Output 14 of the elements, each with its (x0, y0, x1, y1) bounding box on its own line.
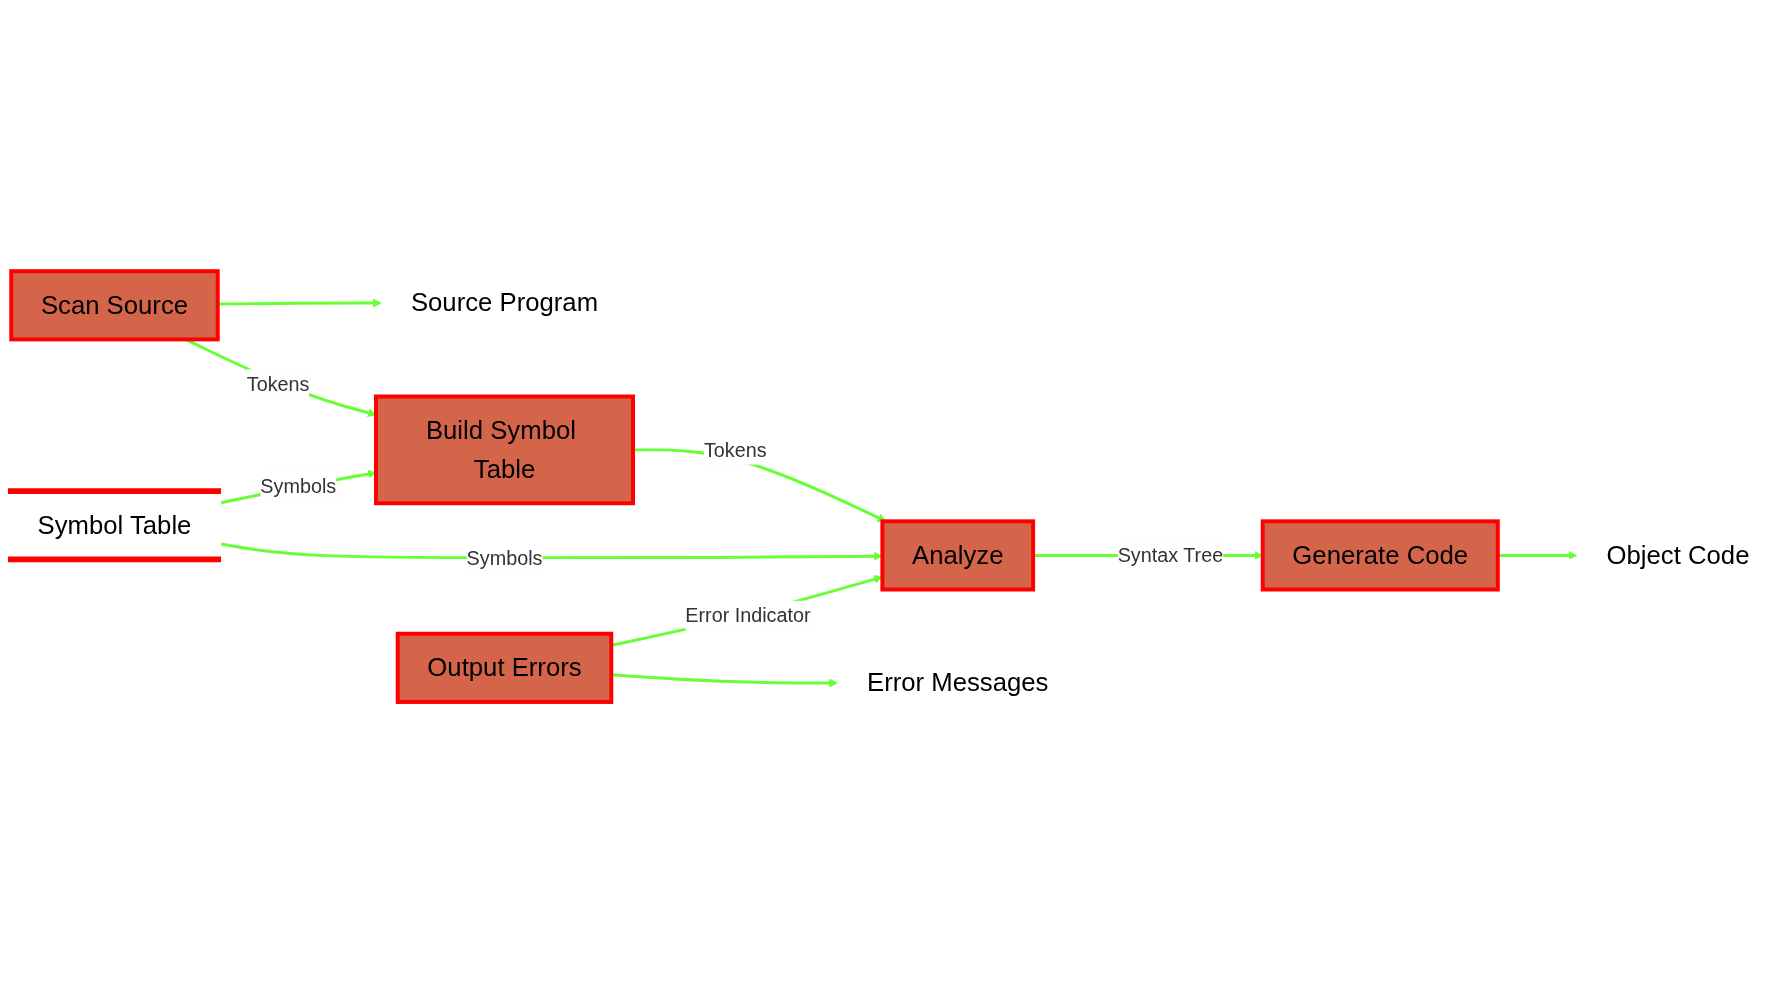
edge-label: Error Indicator (685, 604, 811, 627)
node-box: Generate Code (1260, 519, 1500, 592)
edge-label: Tokens (703, 439, 767, 461)
node-text: Object Code (1606, 540, 1750, 570)
node-text: Error Messages (867, 667, 1049, 698)
edge-label: Symbols (466, 546, 543, 569)
node-box: Scan Source (9, 269, 220, 342)
node-box: Build Symbol Table (374, 394, 635, 506)
edge-label: Tokens (246, 373, 310, 395)
edge-label: Symbols (260, 475, 337, 498)
node-box: Output Errors (395, 631, 614, 704)
edge-label: Syntax Tree (1117, 544, 1224, 567)
node-box: Analyze (880, 519, 1036, 592)
node-text: Source Program (410, 287, 599, 318)
